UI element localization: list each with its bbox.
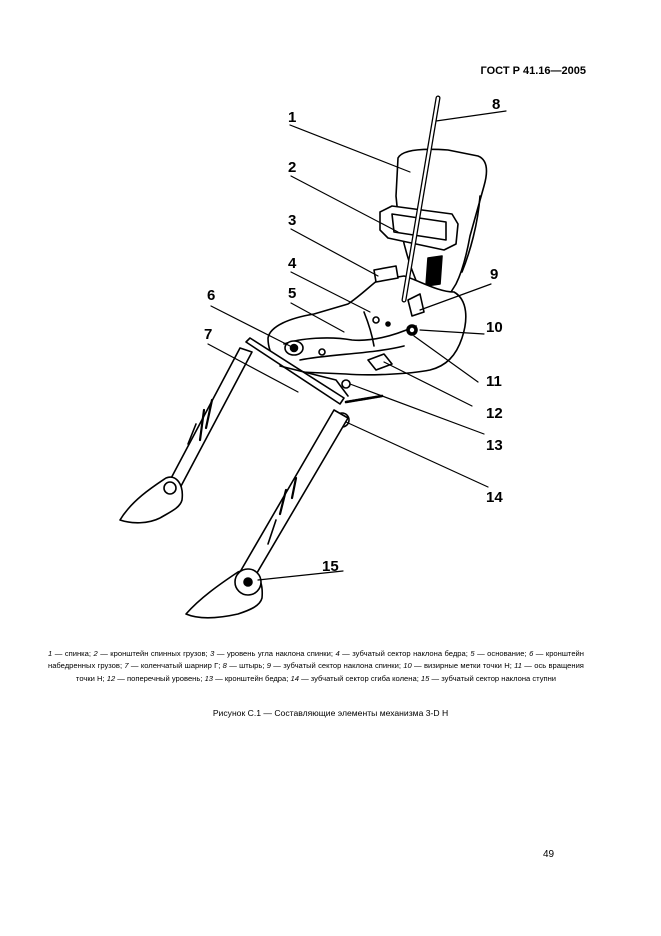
- knee-crossbar: [245, 337, 345, 405]
- callout-3: 3: [288, 212, 297, 229]
- seat-base: [267, 275, 467, 376]
- callout-5: 5: [288, 285, 297, 302]
- callout-15: 15: [322, 558, 339, 575]
- callout-11: 11: [486, 373, 502, 390]
- callout-6: 6: [207, 287, 216, 304]
- page-number: 49: [543, 849, 555, 860]
- callout-14: 14: [486, 489, 503, 506]
- callout-12: 12: [486, 405, 503, 422]
- callout-9: 9: [490, 266, 499, 283]
- transverse-level: [367, 353, 393, 371]
- callout-2: 2: [288, 159, 297, 176]
- back-angle-level: [373, 265, 399, 283]
- callout-4: 4: [288, 255, 297, 272]
- figure-legend: 1 — спинка; 2 — кронштейн спинных грузов…: [48, 649, 584, 683]
- mechanism-drawing: [119, 95, 507, 619]
- callout-1: 1: [288, 109, 297, 126]
- callout-7: 7: [204, 326, 213, 343]
- callout-13: 13: [486, 437, 503, 454]
- right-leg: [239, 409, 349, 579]
- callout-10: 10: [486, 319, 503, 336]
- left-leg: [167, 347, 253, 489]
- callout-8: 8: [492, 96, 501, 113]
- standard-header: ГОСТ Р 41.16—2005: [480, 65, 586, 77]
- figure-caption: Рисунок С.1 — Составляющие элементы меха…: [212, 708, 449, 718]
